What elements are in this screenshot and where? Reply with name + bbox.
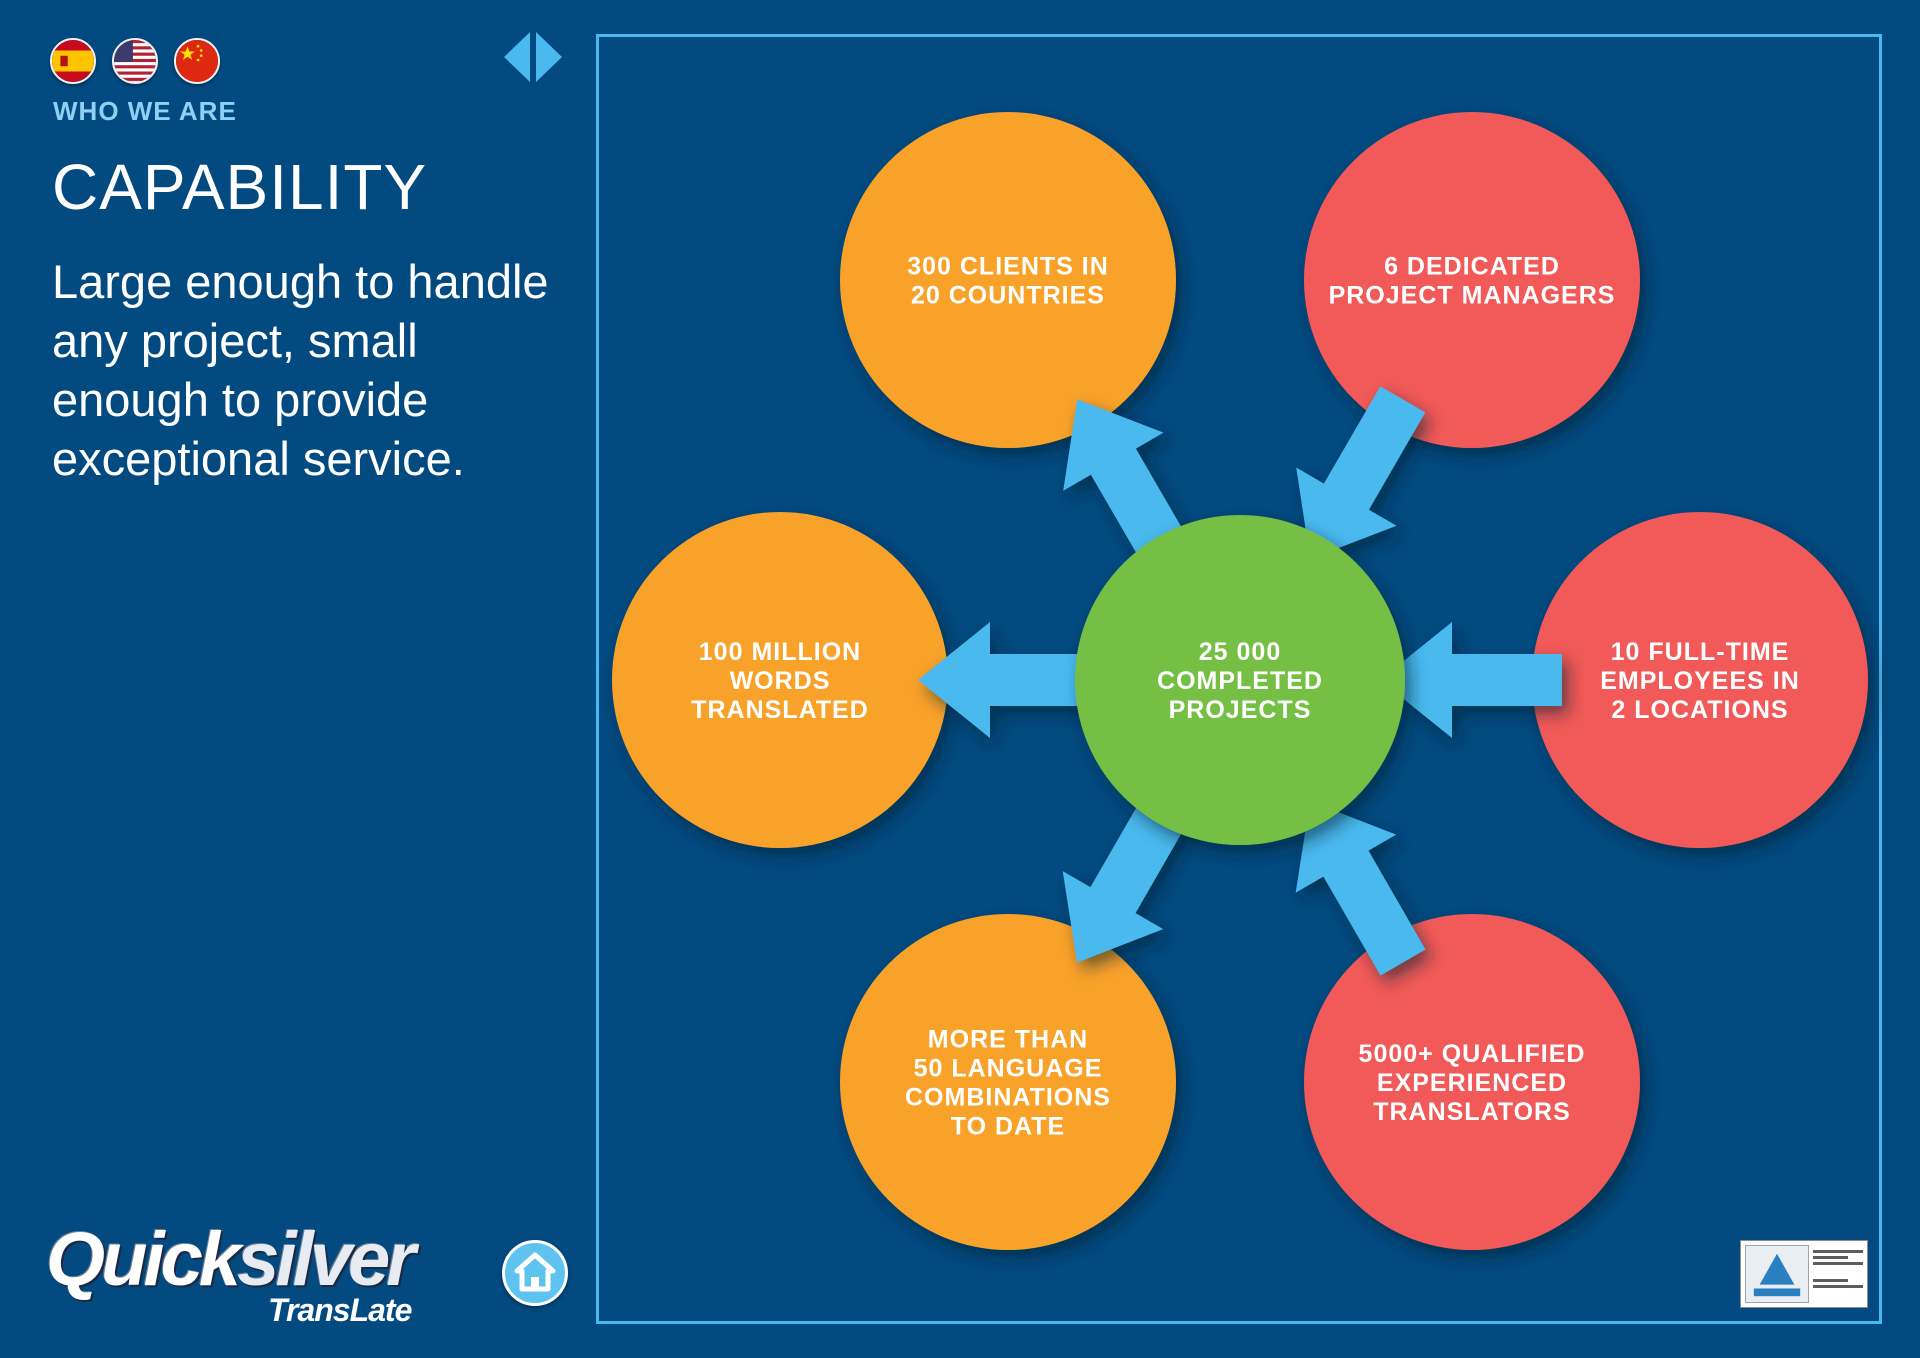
- stat-languages-label-line: 50 LANGUAGE: [914, 1055, 1103, 1083]
- spain-flag-icon[interactable]: [50, 38, 96, 84]
- stat-circle-employees: [1532, 512, 1868, 848]
- center-label-line: 25 000: [1199, 638, 1281, 666]
- stat-translators-label-line: EXPERIENCED: [1377, 1069, 1567, 1097]
- stat-managers-label-line: PROJECT MANAGERS: [1329, 282, 1616, 310]
- stat-translators-label-line: TRANSLATORS: [1373, 1098, 1571, 1126]
- logo-subtitle: TransLate: [268, 1292, 412, 1328]
- tuv-certification-seal-icon: [1740, 1240, 1868, 1308]
- section-eyebrow: WHO WE ARE: [53, 96, 237, 126]
- stat-languages-label-line: MORE THAN: [928, 1026, 1088, 1054]
- stat-words-label-line: 100 MILLION: [699, 638, 861, 666]
- center-label-line: COMPLETED: [1157, 667, 1323, 695]
- stat-circle-words: [612, 512, 948, 848]
- arrow-managers: [1296, 386, 1426, 559]
- logo-word-quick: Quick: [46, 1217, 241, 1302]
- stat-circle-managers: [1304, 112, 1640, 448]
- stat-languages-label-line: TO DATE: [951, 1113, 1065, 1141]
- stat-circle-translators: [1304, 914, 1640, 1250]
- center-circle: [1075, 515, 1405, 845]
- stat-employees-label-line: EMPLOYEES IN: [1600, 667, 1800, 695]
- center-label-line: PROJECTS: [1169, 696, 1312, 724]
- stat-clients-label-line: 20 COUNTRIES: [911, 282, 1105, 310]
- china-flag-icon[interactable]: [174, 38, 220, 84]
- chevron-right-icon[interactable]: [536, 32, 562, 82]
- tagline: Large enough to handle any project, smal…: [52, 255, 549, 485]
- stat-translators-label-line: 5000+ QUALIFIED: [1359, 1040, 1586, 1068]
- stat-words-label-line: TRANSLATED: [691, 696, 869, 724]
- cert-line: [1813, 1256, 1848, 1259]
- cert-line: [1813, 1250, 1863, 1253]
- logo-word-silver: silver: [237, 1217, 416, 1302]
- cert-details: [1813, 1247, 1863, 1291]
- stat-clients-label-line: 300 CLIENTS IN: [907, 253, 1109, 281]
- stat-managers-label-line: 6 DEDICATED: [1384, 253, 1560, 281]
- page-title: CAPABILITY: [52, 151, 428, 223]
- arrow-words: [918, 622, 1115, 738]
- usa-flag-icon[interactable]: [112, 38, 158, 84]
- diagram-panel: [596, 34, 1882, 1324]
- stat-circle-clients: [840, 112, 1176, 448]
- stat-circle-languages: [840, 914, 1176, 1250]
- cert-line: [1813, 1279, 1848, 1282]
- cert-line: [1813, 1262, 1863, 1265]
- home-button[interactable]: [502, 1240, 568, 1306]
- logo-wordmark: Quicksilver: [46, 1222, 416, 1298]
- stat-employees-label-line: 10 FULL-TIME: [1611, 638, 1790, 666]
- arrow-employees: [1380, 622, 1562, 738]
- tuv-badge: [1745, 1245, 1809, 1303]
- language-switcher: [50, 38, 220, 84]
- chevron-left-icon[interactable]: [504, 32, 530, 82]
- arrow-translators: [1295, 801, 1426, 976]
- page-navigation: [504, 32, 562, 82]
- stat-employees-label-line: 2 LOCATIONS: [1611, 696, 1788, 724]
- cert-line: [1813, 1285, 1863, 1288]
- home-icon: [514, 1252, 556, 1292]
- stat-languages-label-line: COMBINATIONS: [905, 1084, 1111, 1112]
- quicksilver-logo: Quicksilver TransLate: [46, 1222, 476, 1332]
- stat-words-label-line: WORDS: [730, 667, 831, 695]
